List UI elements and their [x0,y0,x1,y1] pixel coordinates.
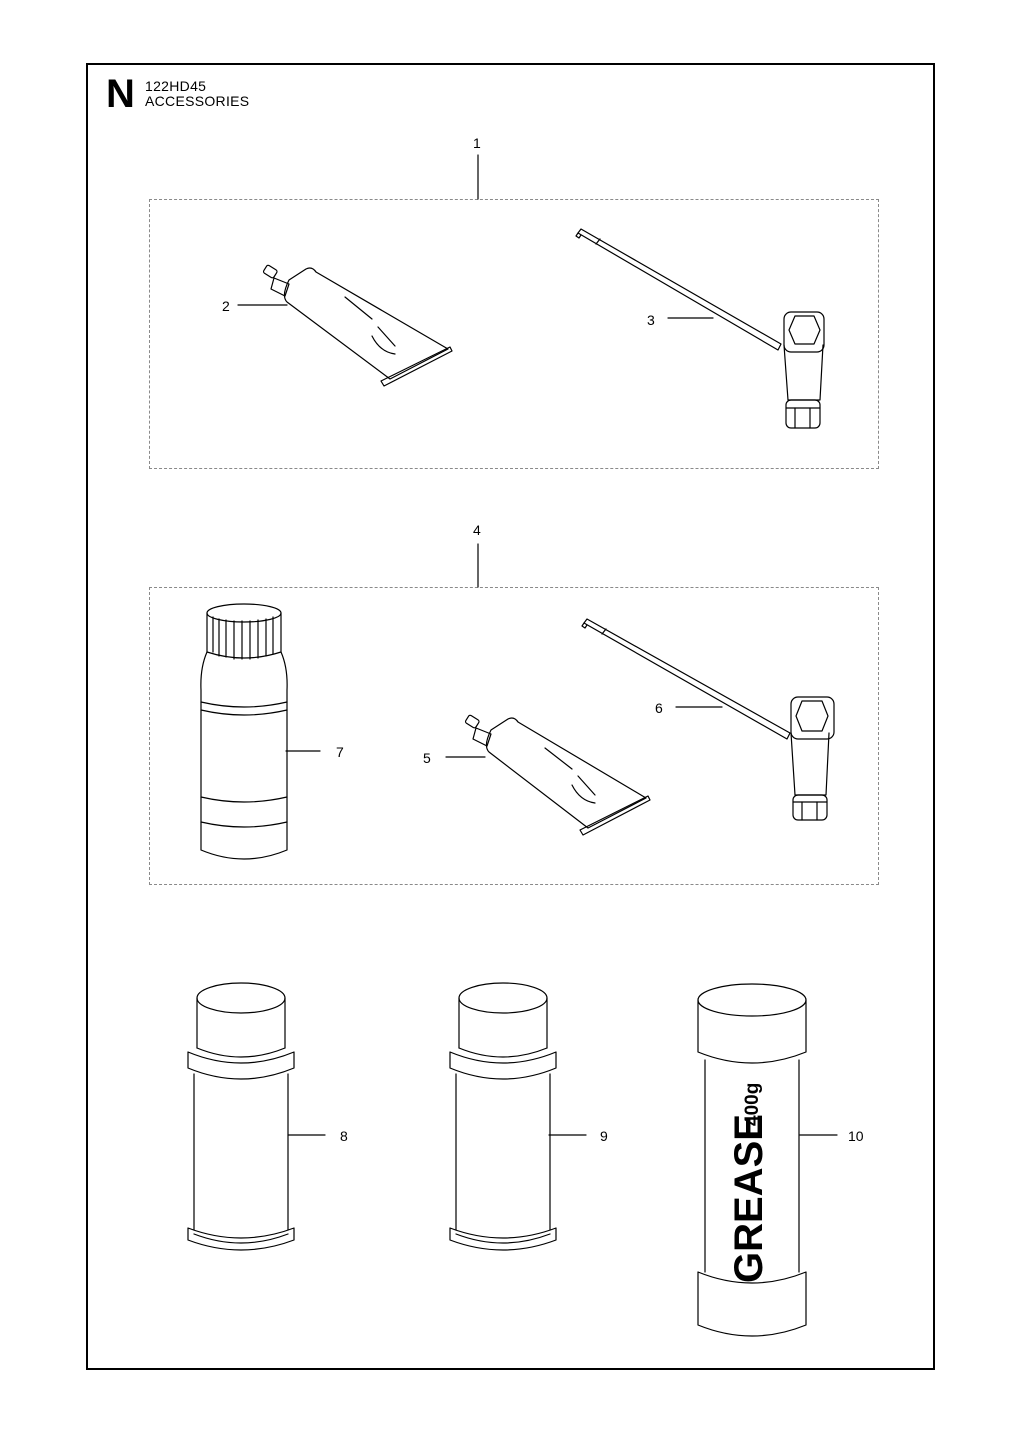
callout-10: 10 [848,1128,864,1144]
callout-7: 7 [336,744,344,760]
page-title: ACCESSORIES [145,92,250,109]
grease-tube-icon [262,264,453,387]
callout-8: 8 [340,1128,348,1144]
grease-cartridge-label: GREASE 400g [727,1083,771,1283]
diagram-frame [86,63,935,1370]
spray-can-icon [449,982,557,1251]
header-block: 122HD45 ACCESSORIES [145,79,249,108]
grease-label-word: GREASE [727,1114,771,1283]
spray-can-icon [187,982,295,1251]
grease-cartridge-icon [697,983,807,1337]
callout-3: 3 [647,312,655,328]
spark-plug-wrench-icon [575,228,825,429]
callout-2: 2 [222,298,230,314]
callout-5: 5 [423,750,431,766]
callout-9: 9 [600,1128,608,1144]
section-letter: N [106,72,135,116]
grease-label-weight: 400g [742,1083,763,1126]
kit-group-4 [149,587,879,885]
callout-1: 1 [473,135,481,151]
kit-group-1 [149,199,879,469]
spark-plug-wrench-icon [581,618,835,821]
leader-lines [237,154,838,1136]
model-name: 122HD45 [145,78,207,94]
grease-tube-icon [464,714,651,836]
oil-bottle-icon [200,603,288,860]
callout-4: 4 [473,522,481,538]
callout-6: 6 [655,700,663,716]
